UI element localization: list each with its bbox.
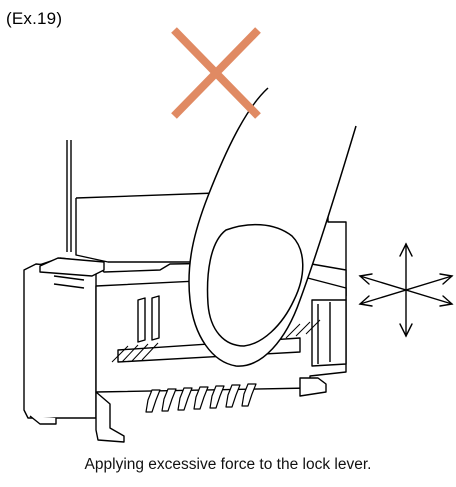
cross-mark-icon xyxy=(171,27,261,119)
finger xyxy=(188,87,357,367)
multi-direction-arrows-icon xyxy=(358,242,454,338)
connector-illustration xyxy=(23,27,454,443)
contact-pins xyxy=(145,383,257,413)
figure-caption: Applying excessive force to the lock lev… xyxy=(84,456,372,473)
example-label: (Ex.19) xyxy=(6,9,63,28)
